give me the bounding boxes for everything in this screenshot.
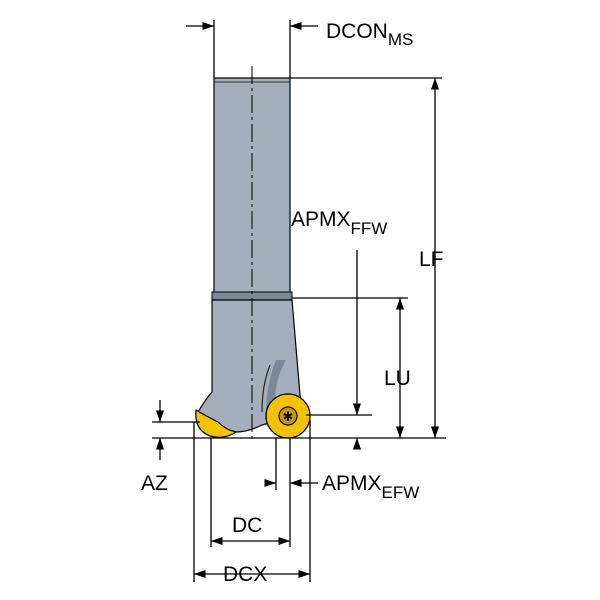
dimension-lines [155,21,440,579]
extension-lines [152,20,446,582]
chip-pocket [261,364,271,413]
label-lu: LU [384,367,411,390]
label-apmx-efw: APMXEFW [322,472,419,502]
label-lf: LF [419,248,444,271]
torx-icon: ✱ [283,410,294,425]
cutter-body: ✱ [195,77,311,439]
label-apmx-ffw: APMXFFW [291,208,387,238]
insert-left [195,408,238,438]
dimension-labels: DCONMS APMXFFW LF LU AZ APMXEFW DC DCX [141,20,444,586]
label-dc: DC [232,514,262,537]
chip-pocket-shade [266,360,286,412]
label-az: AZ [141,472,168,495]
label-dcon: DCONMS [326,20,413,49]
label-dcx: DCX [223,563,267,586]
insert-screw [278,406,298,426]
